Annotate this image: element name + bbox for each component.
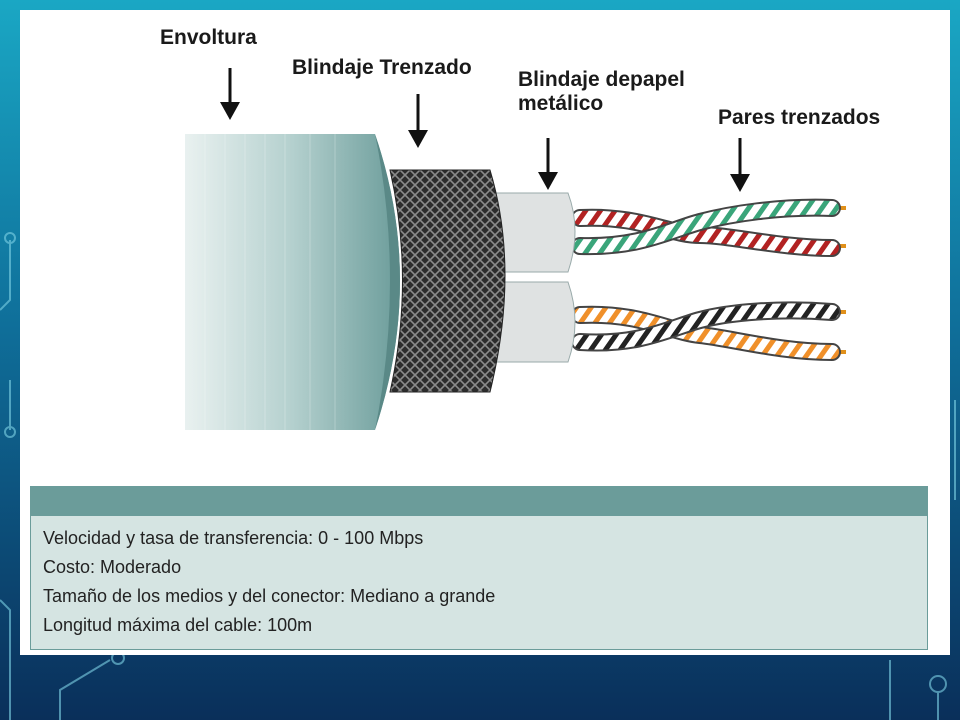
copper-tips (828, 206, 846, 354)
specs-header (30, 486, 928, 516)
specs-body: Velocidad y tasa de transferencia: 0 - 1… (30, 516, 928, 650)
jacket-shading (204, 134, 336, 430)
spec-speed: Velocidad y tasa de transferencia: 0 - 1… (43, 528, 424, 548)
label-blindaje-trenzado: Blindaje Trenzado (292, 56, 472, 79)
spec-length: Longitud máxima del cable: 100m (43, 615, 313, 635)
jacket-end-face (375, 134, 400, 430)
pointer-arrows (220, 68, 750, 192)
spec-size: Tamaño de los medios y del conector: Med… (43, 586, 496, 606)
label-pares-trenzados: Pares trenzados (718, 106, 881, 129)
twisted-pair-2 (571, 301, 841, 361)
label-blindaje-papel-1: Blindaje depapel (518, 68, 685, 91)
slide: Envoltura Blindaje Trenzado Blindaje dep… (20, 10, 950, 655)
twisted-pair-1 (571, 198, 841, 257)
cable-diagram (185, 68, 846, 430)
spec-cost: Costo: Moderado (43, 557, 182, 577)
label-envoltura: Envoltura (160, 26, 257, 49)
outer-jacket (185, 134, 400, 430)
label-blindaje-papel-2: metálico (518, 92, 604, 115)
specs-box: Velocidad y tasa de transferencia: 0 - 1… (30, 486, 928, 651)
braided-shield (389, 169, 506, 393)
foil-shield (489, 192, 576, 363)
